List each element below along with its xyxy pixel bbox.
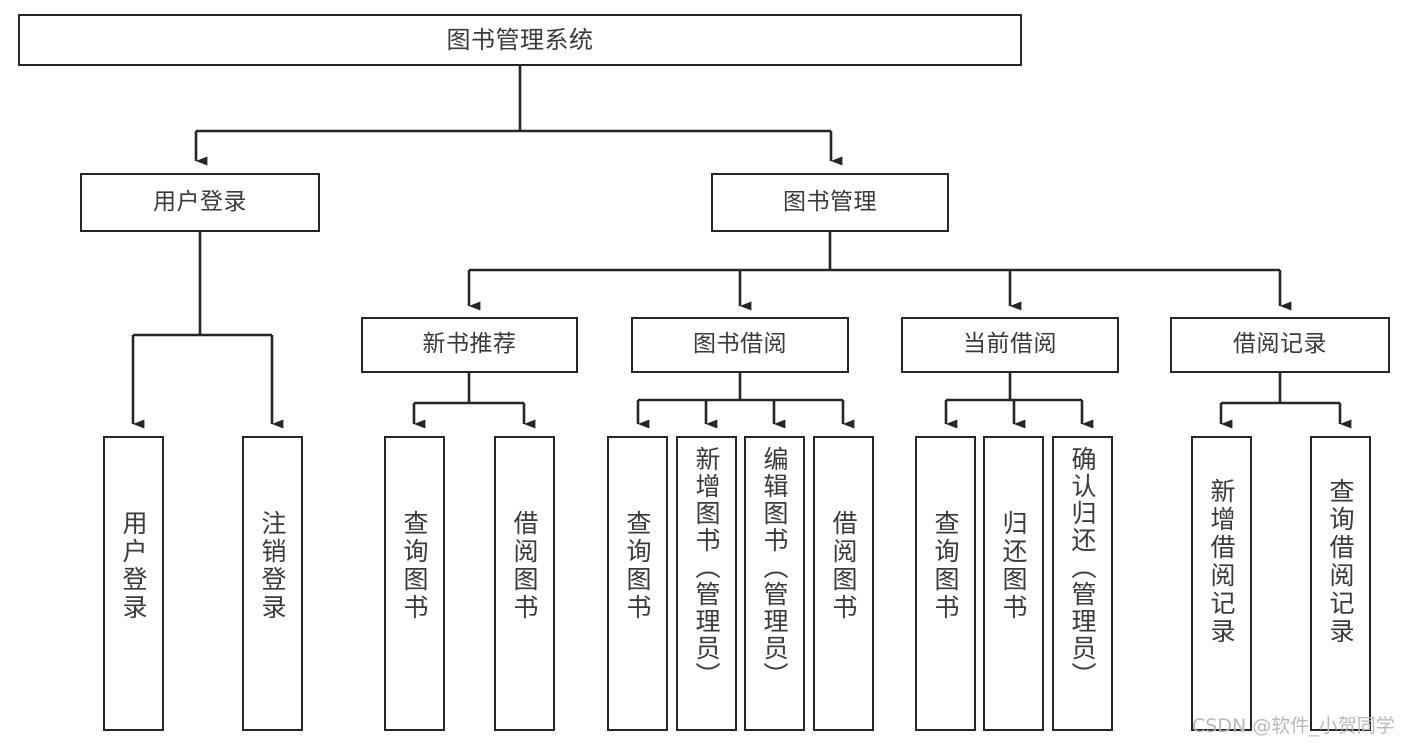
leaf-add-book-admin[interactable]: 新增图书（管理员） (676, 436, 737, 731)
node-label: 新书推荐 (422, 331, 517, 358)
node-label: 图书管理 (783, 188, 877, 215)
node-label: 查询图书 (931, 510, 960, 622)
node-label: 借阅记录 (1233, 331, 1327, 358)
node-root-system[interactable]: 图书管理系统 (18, 14, 1022, 66)
node-book-borrow[interactable]: 图书借阅 (631, 317, 849, 373)
watermark-text: CSDN @软件_小贺同学 (1192, 715, 1395, 737)
leaf-user-login[interactable]: 用户登录 (103, 436, 164, 731)
node-label: 借阅图书 (510, 510, 539, 622)
node-label: 用户登录 (153, 188, 247, 215)
node-label: 图书管理系统 (446, 25, 594, 54)
node-label: 注销登录 (258, 510, 287, 622)
leaf-query-borrow-record[interactable]: 查询借阅记录 (1310, 436, 1371, 731)
node-label: 新增借阅记录 (1207, 478, 1236, 646)
leaf-query-book-3[interactable]: 查询图书 (915, 436, 976, 731)
node-label: 查询借阅记录 (1326, 478, 1355, 646)
node-current-borrow[interactable]: 当前借阅 (901, 317, 1119, 373)
node-book-manage[interactable]: 图书管理 (711, 173, 949, 232)
leaf-confirm-return-admin[interactable]: 确认归还（管理员） (1052, 436, 1113, 731)
leaf-query-book-2[interactable]: 查询图书 (607, 436, 668, 731)
node-label: 确认归还（管理员） (1068, 446, 1097, 689)
leaf-return-book[interactable]: 归还图书 (983, 436, 1044, 731)
leaf-edit-book-admin[interactable]: 编辑图书（管理员） (744, 436, 805, 731)
node-user-login[interactable]: 用户登录 (80, 173, 320, 232)
node-label: 查询图书 (623, 510, 652, 622)
node-borrow-record[interactable]: 借阅记录 (1170, 317, 1390, 373)
leaf-borrow-book-2[interactable]: 借阅图书 (813, 436, 874, 731)
node-label: 借阅图书 (829, 510, 858, 622)
node-label: 归还图书 (999, 510, 1028, 622)
node-label: 查询图书 (400, 510, 429, 622)
node-label: 新增图书（管理员） (692, 446, 721, 689)
leaf-borrow-book-1[interactable]: 借阅图书 (494, 436, 555, 731)
leaf-add-borrow-record[interactable]: 新增借阅记录 (1191, 436, 1252, 731)
node-label: 用户登录 (119, 510, 148, 622)
node-new-book-recommend[interactable]: 新书推荐 (361, 317, 578, 373)
leaf-logout[interactable]: 注销登录 (242, 436, 303, 731)
node-label: 当前借阅 (963, 331, 1057, 358)
node-label: 编辑图书（管理员） (760, 446, 789, 689)
node-label: 图书借阅 (693, 331, 787, 358)
leaf-query-book-1[interactable]: 查询图书 (384, 436, 445, 731)
